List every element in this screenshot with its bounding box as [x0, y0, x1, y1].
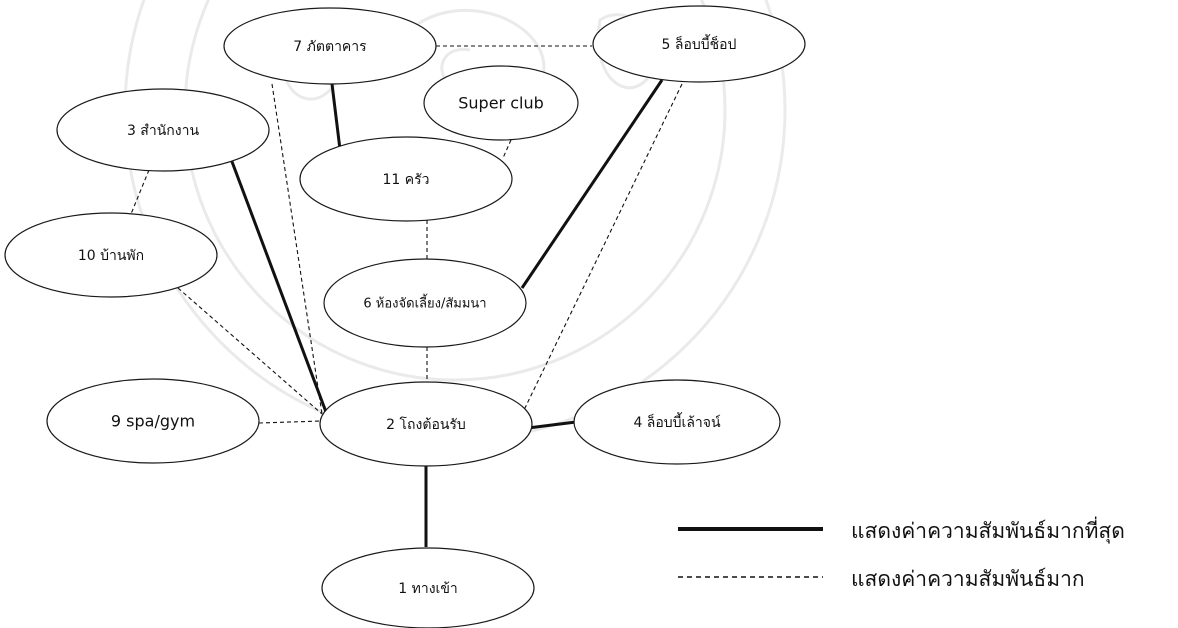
node-n10: 10 บ้านพัก — [4, 212, 218, 298]
node-ellipse — [56, 88, 270, 172]
node-n4: 4 ล็อบบี้เล้าจน์ — [573, 379, 781, 465]
legend-lines — [678, 527, 823, 578]
node-label: 5 ล็อบบี้ช็อป — [662, 34, 737, 53]
edge-nsc-n11 — [502, 139, 512, 159]
edge-n2-n4 — [527, 420, 577, 430]
node-ellipse — [46, 378, 260, 464]
node-ellipse — [423, 65, 579, 141]
legend-strongest-label: แสดงค่าความสัมพันธ์มากที่สุด — [851, 519, 1125, 543]
edge-n3-n2 — [229, 158, 331, 421]
node-ellipse — [4, 212, 218, 298]
node-ellipse — [223, 7, 437, 85]
node-label: 1 ทางเข้า — [398, 581, 458, 597]
node-label: 11 ครัว — [382, 172, 429, 188]
edge-n7-n2 — [271, 83, 323, 415]
node-n6: 6 ห้องจัดเลี้ยง/สัมมนา — [323, 258, 527, 348]
edge-n9-n2 — [258, 420, 323, 424]
node-n2: 2 โถงต้อนรับ — [319, 381, 533, 467]
node-label: 6 ห้องจัดเลี้ยง/สัมมนา — [363, 294, 486, 312]
node-ellipse — [573, 379, 781, 465]
node-label: 2 โถงต้อนรับ — [386, 416, 466, 433]
node-ellipse — [319, 381, 533, 467]
node-nsc: Super club — [423, 65, 579, 141]
node-label: 10 บ้านพัก — [78, 248, 144, 264]
node-n7: 7 ภัตตาคาร — [223, 7, 437, 85]
edge-n5-n6 — [520, 79, 664, 289]
node-n1: 1 ทางเข้า — [321, 547, 535, 628]
node-label: 3 สำนักงาน — [127, 123, 200, 139]
nodes-layer: 7 ภัตตาคาร 5 ล็อบบี้ช็อป Super club 3 สำนัก… — [4, 5, 806, 628]
node-label: Super club — [458, 94, 544, 113]
edge-n10-n2 — [177, 287, 323, 415]
node-n3: 3 สำนักงาน — [56, 88, 270, 172]
node-ellipse — [321, 547, 535, 628]
edge-n5-n2 — [523, 83, 683, 411]
edges-layer — [130, 45, 683, 547]
node-label: 4 ล็อบบี้เล้าจน์ — [633, 412, 721, 431]
node-label: 9 spa/gym — [111, 412, 195, 431]
node-ellipse — [323, 258, 527, 348]
node-ellipse — [592, 5, 806, 83]
node-ellipse — [299, 136, 513, 222]
node-label: 7 ภัตตาคาร — [293, 39, 367, 55]
node-n11: 11 ครัว — [299, 136, 513, 222]
edge-n3-n10 — [130, 169, 150, 215]
node-n9: 9 spa/gym — [46, 378, 260, 464]
legend-strong-label: แสดงค่าความสัมพันธ์มาก — [851, 567, 1085, 591]
node-n5: 5 ล็อบบี้ช็อป — [592, 5, 806, 83]
